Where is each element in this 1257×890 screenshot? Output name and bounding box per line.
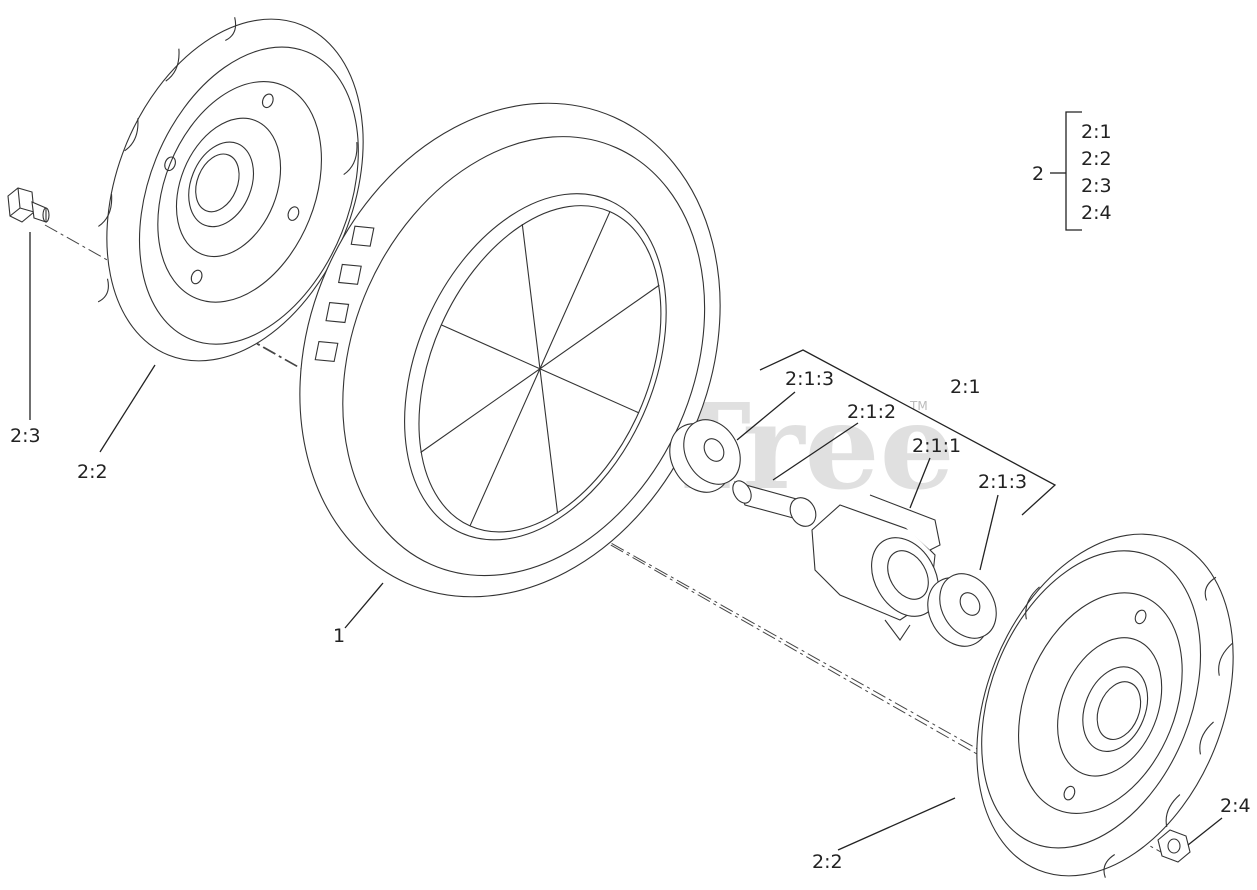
spacer — [732, 480, 817, 527]
leader-lines — [29, 232, 1223, 851]
bearing-inner — [927, 573, 997, 647]
kit-legend-item: 2:2 — [1081, 148, 1112, 170]
callout-bearing-inner: 2:1:3 — [978, 471, 1027, 493]
bolt — [7, 187, 50, 223]
callout-spacer: 2:1:2 — [847, 401, 896, 423]
hub-right — [976, 533, 1234, 878]
callout-tire: 1 — [333, 625, 345, 647]
kit-legend-item: 2:3 — [1081, 175, 1112, 197]
hub-left — [97, 17, 364, 362]
watermark-trademark: TM — [909, 399, 928, 413]
bearing-housing — [811, 494, 941, 641]
kit-legend: 2 2:1 2:2 2:3 2:4 — [1032, 111, 1112, 231]
callout-hub-right: 2:2 — [812, 851, 843, 873]
callout-bearing-housing: 2:1:1 — [912, 435, 961, 457]
callout-hub-left: 2:2 — [77, 461, 108, 483]
kit-legend-item: 2:4 — [1081, 202, 1112, 224]
kit-legend-item: 2:1 — [1081, 121, 1112, 143]
callout-bearing-kit: 2:1 — [950, 376, 981, 398]
bearing-outer — [669, 419, 741, 493]
callout-bearing-outer: 2:1:3 — [785, 368, 834, 390]
callout-bolt: 2:3 — [10, 425, 41, 447]
kit-legend-parent: 2 — [1032, 163, 1044, 185]
callout-nut: 2:4 — [1220, 795, 1251, 817]
nut — [1157, 829, 1191, 863]
